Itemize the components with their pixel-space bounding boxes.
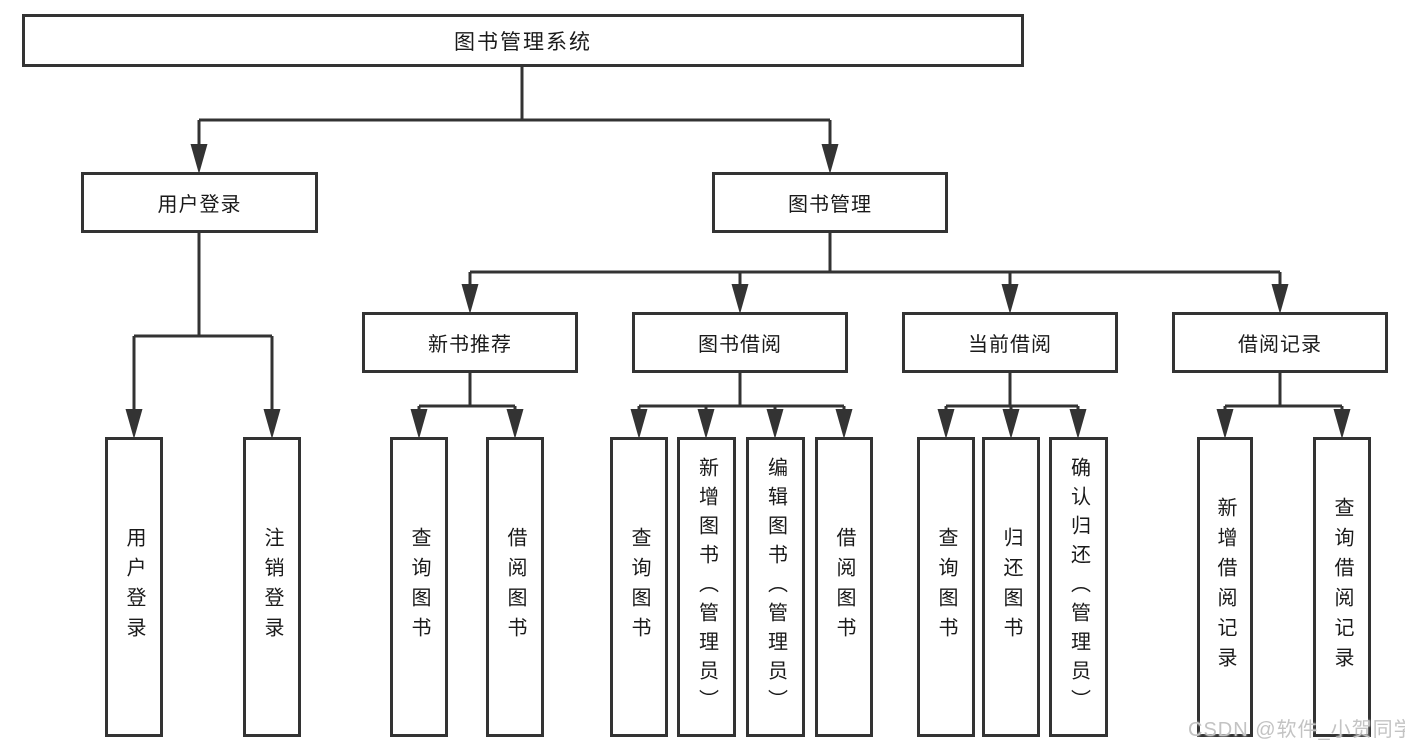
leaf-query-borrow-record: 查询借阅记录 xyxy=(1313,437,1371,737)
node-root-system: 图书管理系统 xyxy=(22,14,1024,67)
leaf-user-login-label: 用户登录 xyxy=(123,527,145,647)
node-book-management-group-label: 图书管理 xyxy=(788,194,872,216)
node-book-management-group: 图书管理 xyxy=(712,172,948,233)
leaf-query-book-recommend: 查询图书 xyxy=(390,437,448,737)
leaf-query-book-borrowing: 查询图书 xyxy=(610,437,668,737)
csdn-watermark: CSDN @软件_小贺同学 xyxy=(1188,719,1405,741)
node-current-borrowing-label: 当前借阅 xyxy=(968,334,1052,356)
leaf-confirm-return-admin: 确认归还（管理员） xyxy=(1049,437,1108,737)
leaf-user-login: 用户登录 xyxy=(105,437,163,737)
node-user-login-group: 用户登录 xyxy=(81,172,318,233)
node-user-login-group-label: 用户登录 xyxy=(157,194,242,216)
leaf-query-book-borrowing-label: 查询图书 xyxy=(628,527,650,647)
tree-edge-lines xyxy=(132,67,1344,410)
leaf-edit-book-admin: 编辑图书（管理员） xyxy=(746,437,805,737)
leaf-borrow-book-borrowing-label: 借阅图书 xyxy=(833,527,855,647)
leaf-logout: 注销登录 xyxy=(243,437,301,737)
node-book-borrowing: 图书借阅 xyxy=(632,312,848,373)
leaf-borrow-book-recommend: 借阅图书 xyxy=(486,437,544,737)
leaf-add-book-admin: 新增图书（管理员） xyxy=(677,437,736,737)
node-book-borrowing-label: 图书借阅 xyxy=(698,334,782,356)
leaf-confirm-return-admin-label: 确认归还（管理员） xyxy=(1067,456,1090,718)
leaf-query-book-current-label: 查询图书 xyxy=(935,527,957,647)
leaf-query-book-current: 查询图书 xyxy=(917,437,975,737)
leaf-borrow-book-recommend-label: 借阅图书 xyxy=(504,527,526,647)
node-borrowing-records: 借阅记录 xyxy=(1172,312,1388,373)
leaf-query-book-recommend-label: 查询图书 xyxy=(408,527,430,647)
leaf-logout-label: 注销登录 xyxy=(261,527,283,647)
leaf-edit-book-admin-label: 编辑图书（管理员） xyxy=(764,456,787,718)
node-root-label: 图书管理系统 xyxy=(454,30,592,54)
leaf-add-borrow-record-label: 新增借阅记录 xyxy=(1214,497,1236,677)
leaf-query-borrow-record-label: 查询借阅记录 xyxy=(1331,497,1353,677)
node-current-borrowing: 当前借阅 xyxy=(902,312,1118,373)
leaf-add-borrow-record: 新增借阅记录 xyxy=(1197,437,1253,737)
leaf-borrow-book-borrowing: 借阅图书 xyxy=(815,437,873,737)
node-borrowing-records-label: 借阅记录 xyxy=(1238,334,1322,356)
leaf-return-book: 归还图书 xyxy=(982,437,1040,737)
leaf-return-book-label: 归还图书 xyxy=(1000,527,1022,647)
node-new-book-recommend: 新书推荐 xyxy=(362,312,578,373)
node-new-book-recommend-label: 新书推荐 xyxy=(428,334,512,356)
leaf-add-book-admin-label: 新增图书（管理员） xyxy=(695,456,718,718)
